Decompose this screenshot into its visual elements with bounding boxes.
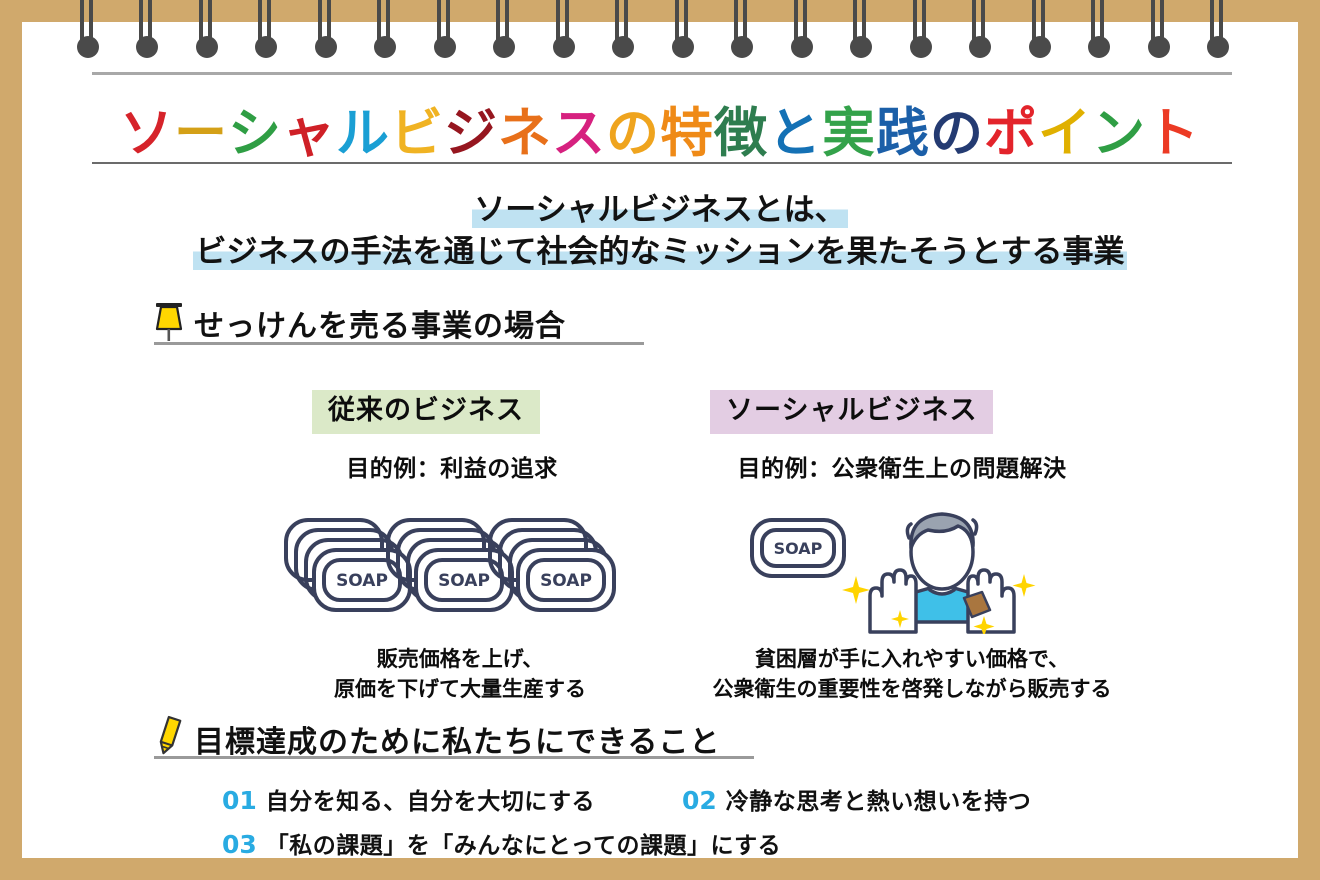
section-heading-actions: 目標達成のために私たちにできること <box>152 714 720 758</box>
action-point-01: 01 自分を知る、自分を大切にする <box>222 782 595 816</box>
title-char-6: ジ <box>444 103 498 164</box>
title-char-19: ト <box>1146 103 1200 164</box>
pushpin-icon <box>152 300 186 342</box>
column-label-social: ソーシャルビジネス <box>710 390 994 435</box>
title-char-17: イ <box>1038 103 1092 164</box>
title-char-0: ソ <box>120 103 174 164</box>
column-caption-traditional: 販売価格を上げ、 原価を下げて大量生産する <box>230 644 690 705</box>
soap-label: SOAP <box>540 571 592 591</box>
action-point-text: 「私の課題」を「みんなにとっての課題」にする <box>265 833 782 858</box>
action-point-02: 02 冷静な思考と熱い想いを持つ <box>682 782 1031 816</box>
column-label-traditional: 従来のビジネス <box>312 390 540 435</box>
caption-line: 販売価格を上げ、 <box>376 647 544 671</box>
section-actions-underline <box>154 756 754 759</box>
title-char-13: 実 <box>822 103 876 164</box>
subtitle-block: ソーシャルビジネスとは、 ビジネスの手法を通じて社会的なミッションを果たそうとす… <box>22 190 1298 274</box>
title-char-12: と <box>768 103 822 164</box>
section-case-underline <box>154 342 644 345</box>
action-point-number: 03 <box>222 830 257 858</box>
column-purpose-social: 目的例：公衆衛生上の問題解決 <box>737 456 1067 482</box>
title-char-14: 践 <box>876 103 930 164</box>
subtitle-line-1: ソーシャルビジネスとは、 <box>472 192 848 228</box>
title-char-15: の <box>930 103 984 164</box>
subtitle-line-2: ビジネスの手法を通じて社会的なミッションを果たそうとする事業 <box>193 233 1127 270</box>
soap-label: SOAP <box>438 571 490 591</box>
caption-line: 貧困層が手に入れやすい価格で、 <box>754 647 1070 671</box>
section-heading-actions-label: 目標達成のために私たちにできること <box>194 724 721 760</box>
column-purpose-traditional: 目的例：利益の追求 <box>346 456 558 482</box>
section-heading-case: せっけんを売る事業の場合 <box>152 300 566 342</box>
title-char-3: ャ <box>282 103 336 164</box>
title-char-1: ー <box>174 103 228 164</box>
soap-label: SOAP <box>336 571 388 591</box>
title-char-8: ス <box>552 103 606 164</box>
title-char-4: ル <box>336 103 390 164</box>
title-char-5: ビ <box>390 103 444 164</box>
caption-line: 原価を下げて大量生産する <box>334 677 586 702</box>
caption-line: 公衆衛生の重要性を啓発しながら販売する <box>712 677 1112 702</box>
title-char-9: の <box>606 103 660 164</box>
title-char-7: ネ <box>498 103 552 164</box>
top-divider-rule <box>92 72 1232 75</box>
soap-bar-and-person-icon: SOAP <box>740 504 1060 637</box>
pencil-icon <box>152 714 186 758</box>
title-divider-rule <box>92 162 1232 164</box>
action-point-03: 03 「私の課題」を「みんなにとっての課題」にする <box>222 826 781 858</box>
title-char-11: 徴 <box>714 103 768 164</box>
page-title: ソーシャルビジネスの特徴と実践のポイント <box>22 107 1298 160</box>
column-caption-social: 貧困層が手に入れやすい価格で、 公衆衛生の重要性を啓発しながら販売する <box>642 644 1182 705</box>
title-char-2: シ <box>228 103 282 164</box>
title-char-10: 特 <box>660 103 714 164</box>
soap-bars-stack-icon: SOAP SOAP SOAP <box>280 512 620 622</box>
action-point-number: 02 <box>682 786 717 815</box>
title-char-16: ポ <box>984 103 1038 164</box>
action-point-text: 冷静な思考と熱い想いを持つ <box>725 789 1032 815</box>
soap-label: SOAP <box>774 539 823 558</box>
action-point-number: 01 <box>222 786 257 815</box>
action-point-text: 自分を知る、自分を大切にする <box>265 789 596 815</box>
paper-page: ソーシャルビジネスの特徴と実践のポイント ソーシャルビジネスとは、 ビジネスの手… <box>22 22 1298 858</box>
section-heading-case-label: せっけんを売る事業の場合 <box>194 308 566 344</box>
title-char-18: ン <box>1092 103 1146 164</box>
